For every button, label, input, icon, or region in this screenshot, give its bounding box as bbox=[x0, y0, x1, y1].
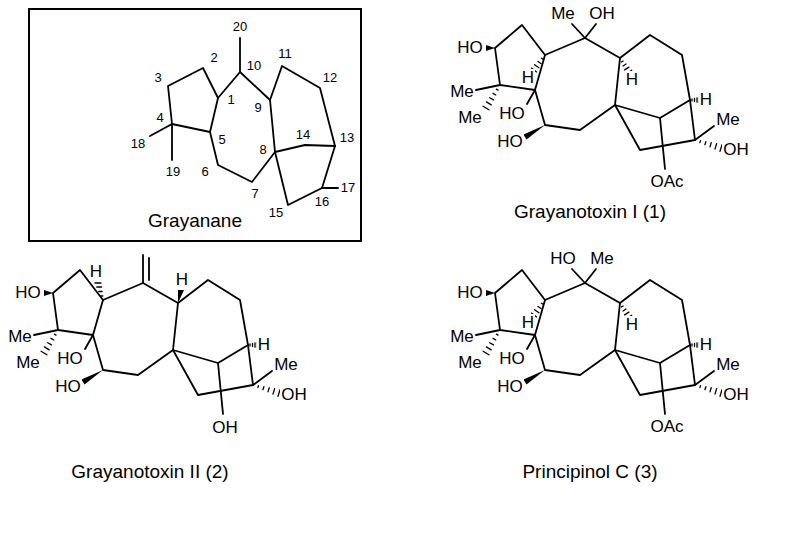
atom-number: 14 bbox=[295, 128, 311, 142]
compound-name: Principinol C (3) bbox=[521, 462, 658, 483]
atom-label: H bbox=[521, 69, 535, 88]
atom-label: H bbox=[89, 263, 103, 282]
atom-number: 4 bbox=[155, 111, 164, 125]
atom-label: H bbox=[625, 71, 639, 90]
atom-label: Me bbox=[457, 354, 483, 373]
atom-label: HO bbox=[498, 105, 526, 124]
atom-label: HO bbox=[54, 378, 82, 397]
atom-number: 17 bbox=[340, 181, 356, 195]
atom-number: 18 bbox=[130, 137, 146, 151]
atom-label: OAc bbox=[649, 173, 684, 192]
atom-label: OH bbox=[722, 141, 750, 160]
principinol-c-structure bbox=[476, 269, 722, 414]
atom-label: H bbox=[175, 271, 189, 290]
structure-frame: Grayanane bbox=[28, 8, 362, 242]
atom-label: HO bbox=[456, 39, 484, 58]
structure-name: Grayanane bbox=[146, 210, 244, 232]
atom-label: HO bbox=[14, 284, 42, 303]
atom-label: HO bbox=[498, 350, 526, 369]
atom-label: HO bbox=[549, 250, 577, 269]
atom-number: 2 bbox=[209, 51, 218, 65]
atom-label: Me bbox=[15, 354, 41, 373]
atom-label: Me bbox=[589, 250, 615, 269]
atom-number: 3 bbox=[153, 71, 162, 85]
atom-number: 12 bbox=[322, 71, 338, 85]
atom-number: 1 bbox=[226, 93, 235, 107]
atom-number: 19 bbox=[165, 165, 181, 179]
atom-number: 7 bbox=[250, 187, 259, 201]
atom-label: H bbox=[521, 314, 535, 333]
atom-label: Me bbox=[715, 111, 741, 130]
atom-label: H bbox=[257, 336, 271, 355]
grayanane-skeleton bbox=[150, 38, 338, 205]
atom-label: OH bbox=[280, 386, 308, 405]
atom-label: Me bbox=[273, 356, 299, 375]
atom-label: H bbox=[625, 316, 639, 335]
atom-label: OH bbox=[722, 386, 750, 405]
atom-number: 5 bbox=[217, 133, 226, 147]
atom-number: 6 bbox=[200, 165, 209, 179]
compound-name: Grayanotoxin I (1) bbox=[513, 202, 667, 223]
atom-label: OH bbox=[588, 5, 616, 24]
atom-number: 9 bbox=[253, 101, 262, 115]
atom-label: OH bbox=[211, 419, 239, 438]
atom-number: 20 bbox=[232, 20, 248, 34]
atom-number: 16 bbox=[314, 195, 330, 209]
grayanotoxin-ii-structure bbox=[34, 255, 280, 414]
atom-label: Me bbox=[715, 356, 741, 375]
compound-name: Grayanotoxin II (2) bbox=[70, 462, 229, 483]
atom-label: H bbox=[699, 336, 713, 355]
atom-number: 13 bbox=[339, 131, 355, 145]
atom-label: H bbox=[699, 91, 713, 110]
grayanotoxin-i-structure bbox=[476, 24, 722, 169]
atom-label: Me bbox=[550, 5, 576, 24]
atom-number: 11 bbox=[277, 47, 293, 61]
atom-label: Me bbox=[449, 83, 475, 102]
atom-label: Me bbox=[449, 328, 475, 347]
atom-number: 15 bbox=[268, 206, 284, 220]
atom-number: 10 bbox=[246, 59, 262, 73]
atom-label: HO bbox=[56, 350, 84, 369]
atom-label: HO bbox=[456, 284, 484, 303]
atom-label: HO bbox=[496, 378, 524, 397]
atom-label: OAc bbox=[649, 418, 684, 437]
atom-number: 8 bbox=[258, 143, 267, 157]
atom-label: HO bbox=[496, 133, 524, 152]
atom-label: Me bbox=[7, 328, 33, 347]
atom-label: Me bbox=[457, 109, 483, 128]
